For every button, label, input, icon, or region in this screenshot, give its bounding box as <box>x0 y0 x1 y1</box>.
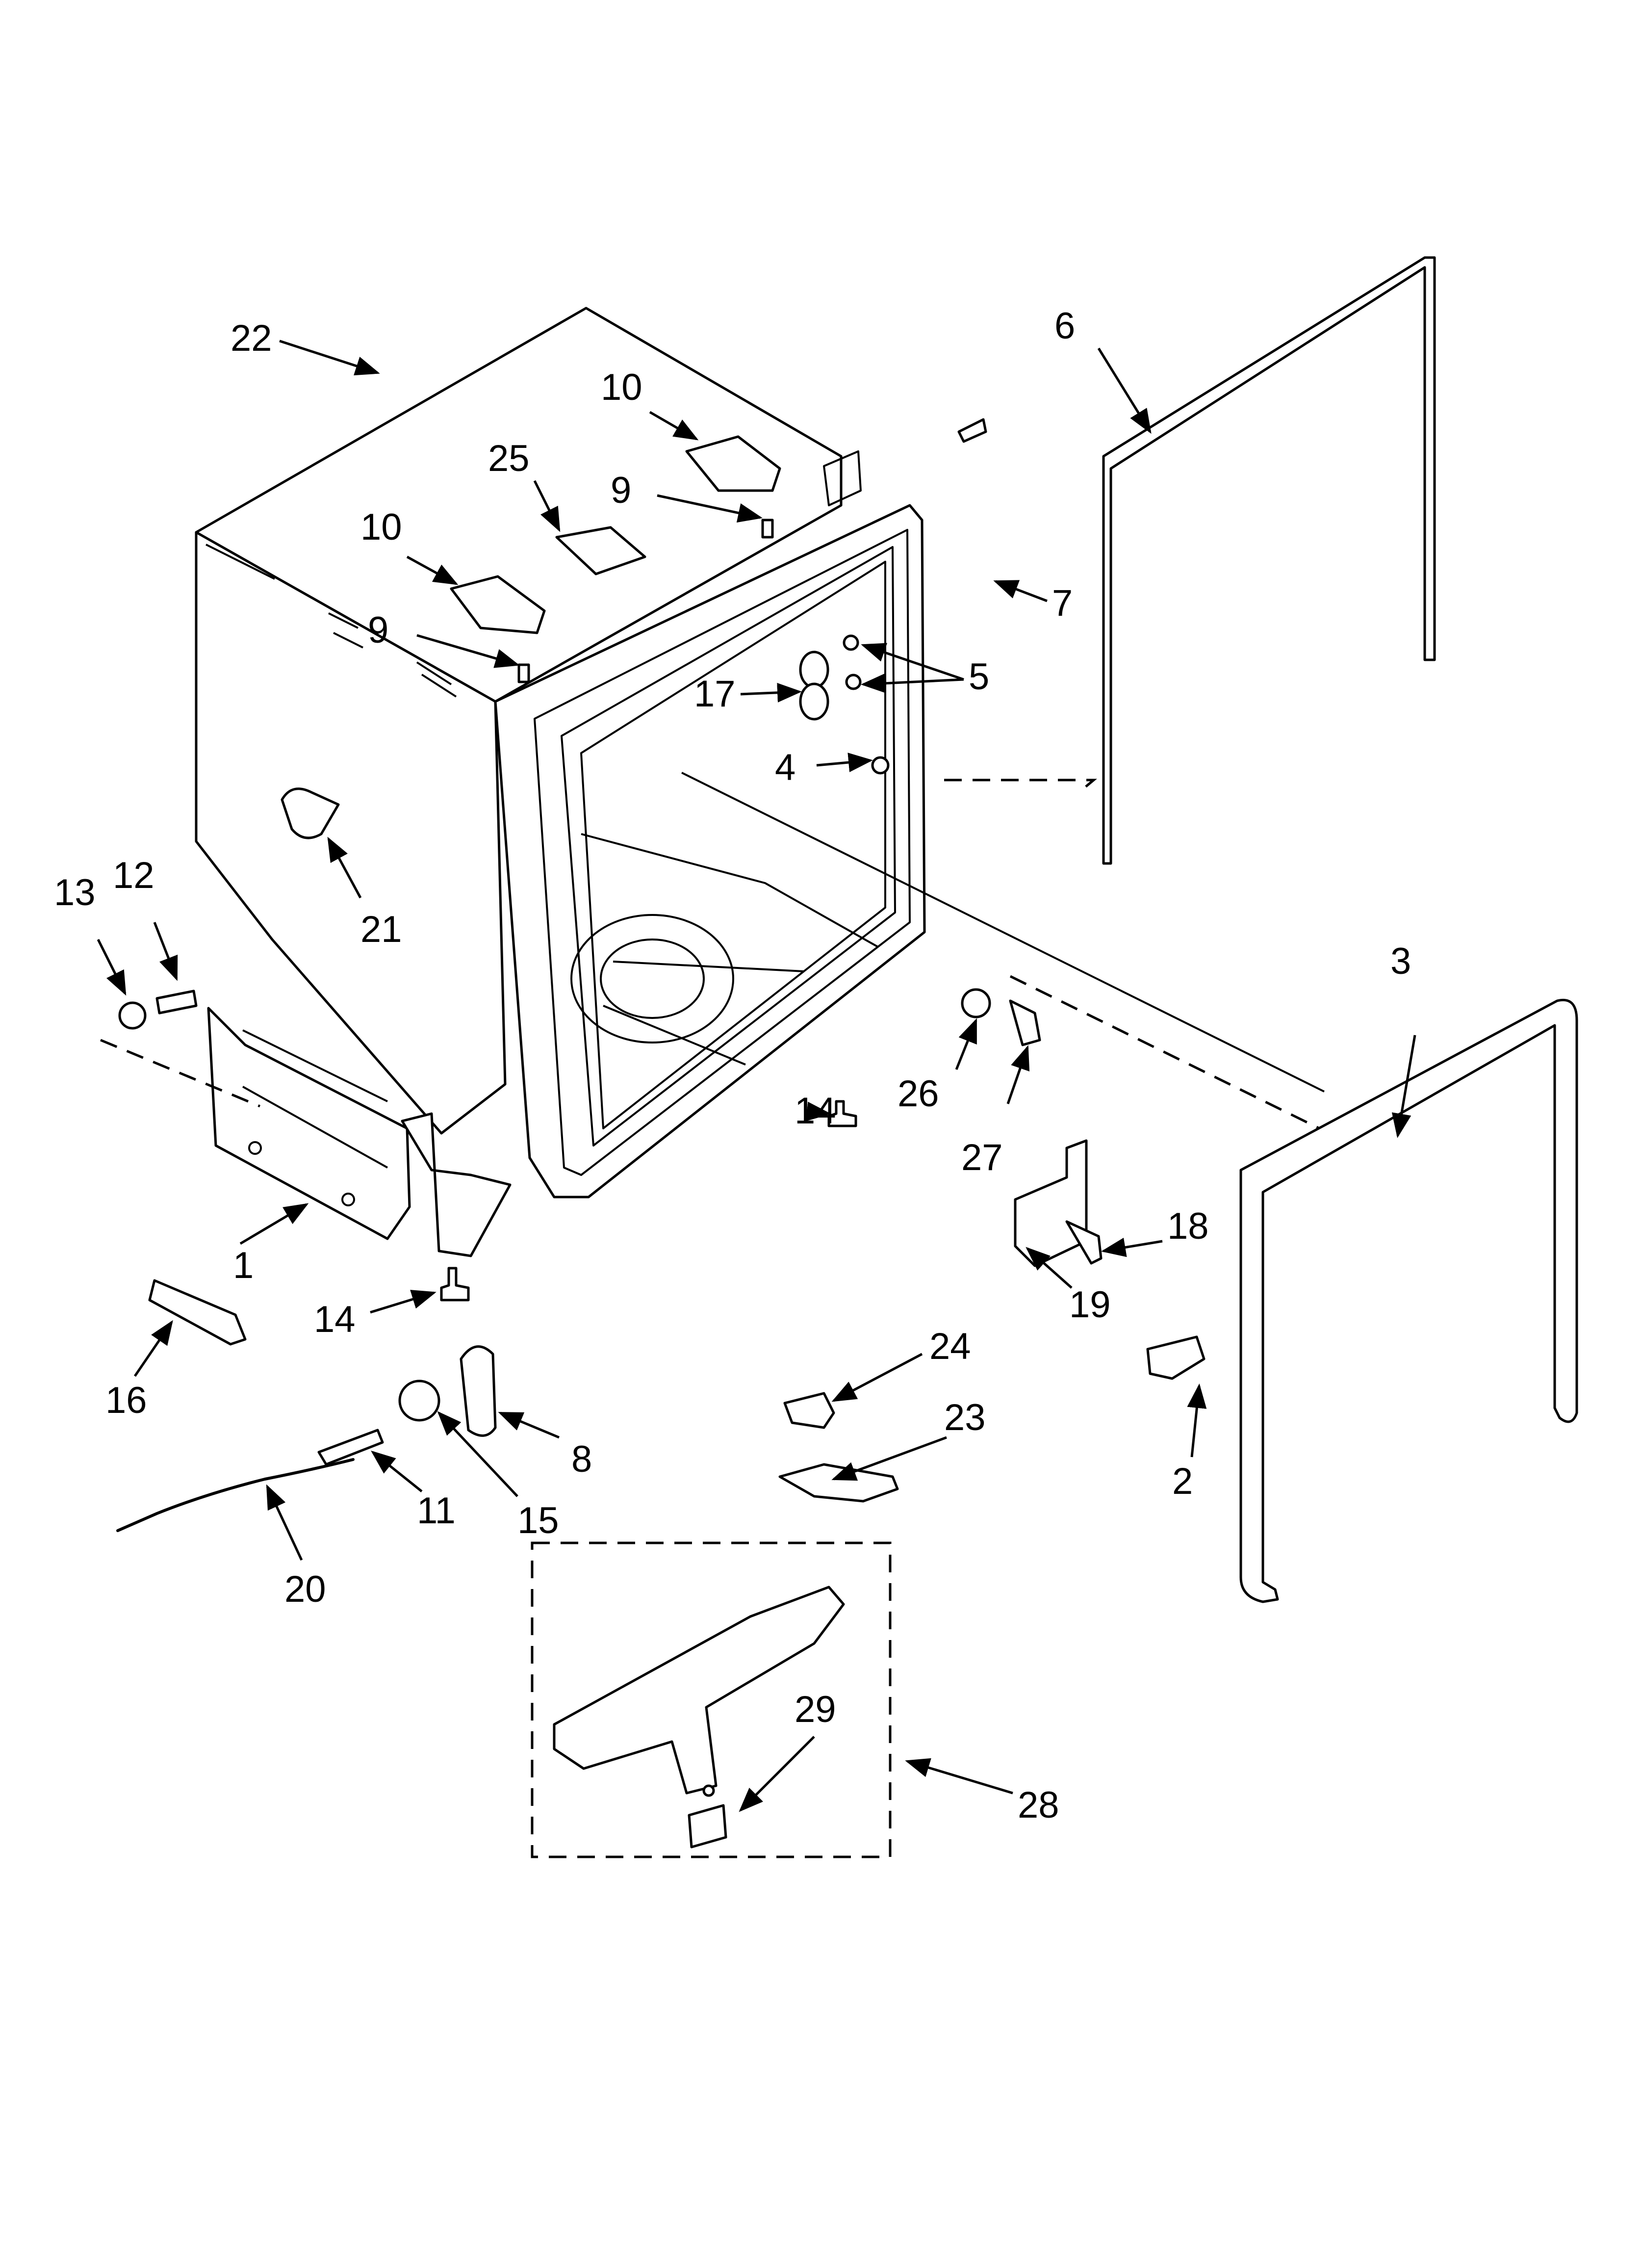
callout-24: 24 <box>929 1326 971 1367</box>
foot-upper <box>827 1100 857 1127</box>
callout-21: 21 <box>360 909 402 950</box>
callout-4: 4 <box>775 747 795 788</box>
bracket-19 <box>1014 1139 1088 1267</box>
sensor-29 <box>688 1804 727 1849</box>
callout-23: 23 <box>944 1397 986 1438</box>
callout-19: 19 <box>1069 1284 1111 1326</box>
callout-labels: 22 10 25 9 10 9 6 7 5 17 4 21 13 12 3 26… <box>54 305 1411 1826</box>
callout-7: 7 <box>1052 582 1073 624</box>
hinge-bracket-upper <box>685 435 781 492</box>
callout-9-lower: 9 <box>368 609 388 651</box>
clip <box>1146 1335 1206 1380</box>
callout-1: 1 <box>233 1245 254 1286</box>
dishwasher-tub <box>195 307 1325 1257</box>
manifold <box>553 1586 845 1795</box>
callout-5: 5 <box>969 656 989 698</box>
callout-12: 12 <box>113 855 154 896</box>
hinge-bracket-lower <box>450 575 546 634</box>
screw-9-lower <box>517 663 530 683</box>
roller-lower <box>799 682 829 721</box>
washer-upper <box>843 634 859 651</box>
callout-11: 11 <box>417 1490 456 1532</box>
callout-26: 26 <box>898 1073 939 1115</box>
roller-upper <box>799 651 829 689</box>
callout-17: 17 <box>694 673 736 715</box>
screw-18 <box>1065 1220 1103 1265</box>
callout-9-upper: 9 <box>611 469 631 511</box>
plug <box>281 787 340 839</box>
screw-9-upper <box>761 519 774 539</box>
top-gasket <box>1102 256 1436 865</box>
callout-29: 29 <box>795 1689 836 1730</box>
callout-8: 8 <box>571 1438 592 1480</box>
vent <box>555 526 646 575</box>
callout-27: 27 <box>961 1137 1003 1178</box>
callout-20: 20 <box>284 1568 326 1610</box>
door-seal <box>1239 999 1578 1603</box>
callout-16: 16 <box>105 1380 147 1421</box>
foot-lower <box>440 1267 470 1302</box>
callout-10-upper: 10 <box>601 366 642 408</box>
grommet <box>871 756 890 775</box>
callout-15: 15 <box>517 1500 559 1541</box>
spring <box>148 1279 247 1346</box>
assembly-box <box>531 1541 892 1858</box>
washer-lower <box>845 674 862 690</box>
callout-13: 13 <box>54 872 96 913</box>
switch-bracket <box>778 1463 899 1503</box>
screw-7 <box>957 418 987 443</box>
callout-3: 3 <box>1390 940 1411 982</box>
wheel <box>398 1380 440 1422</box>
nut-13 <box>118 1001 147 1030</box>
bolt-11 <box>317 1429 384 1466</box>
callout-10-lower: 10 <box>360 506 402 548</box>
leader-arrows <box>97 339 1416 1812</box>
callout-25: 25 <box>488 438 530 479</box>
gear <box>961 988 991 1018</box>
callout-14-lower: 14 <box>314 1299 356 1340</box>
callout-28: 28 <box>1018 1784 1059 1826</box>
callout-18: 18 <box>1167 1205 1209 1247</box>
link <box>460 1345 497 1437</box>
cable <box>116 1458 355 1532</box>
callout-6: 6 <box>1054 305 1075 347</box>
callout-14-upper: 14 <box>795 1090 836 1132</box>
screw-27 <box>1009 999 1041 1046</box>
bolt-12 <box>155 990 198 1015</box>
callout-22: 22 <box>231 317 272 359</box>
callout-2: 2 <box>1172 1460 1193 1502</box>
thermostat <box>783 1392 835 1429</box>
